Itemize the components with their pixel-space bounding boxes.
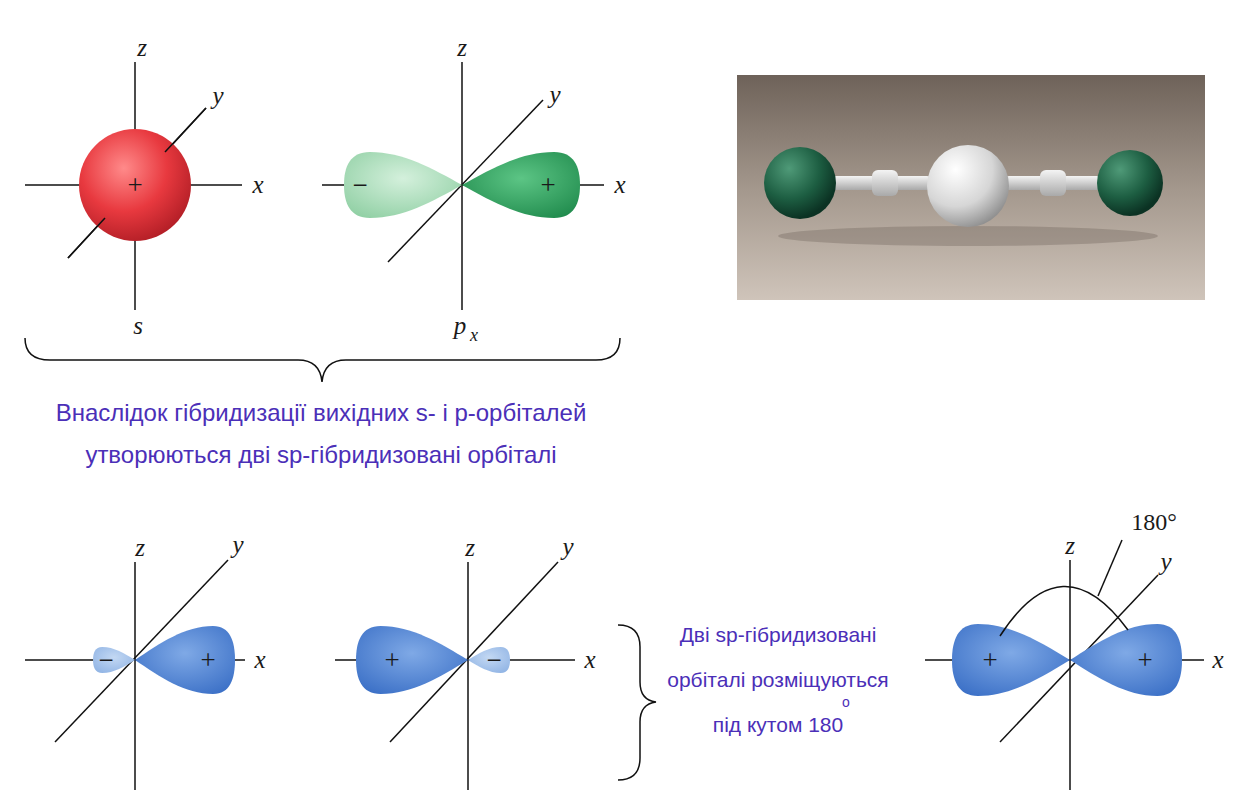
axis-label: y [1160, 548, 1171, 576]
orbital-lobe [356, 626, 468, 694]
phase-sign: + [1137, 647, 1152, 674]
orbital-lobe [462, 152, 580, 218]
orbital-name: p [454, 312, 467, 340]
brace [25, 338, 620, 382]
orbital-name: s [133, 312, 143, 340]
z-axis [134, 562, 136, 790]
axes [25, 560, 245, 790]
axes [335, 562, 575, 790]
axis-label: y [212, 82, 223, 110]
axis-label: x [584, 646, 595, 674]
y-axis [55, 560, 228, 742]
central-atom [927, 145, 1009, 227]
orbital-lobe [468, 647, 510, 673]
axis-label: x [614, 171, 625, 199]
y-axis-front [165, 108, 206, 152]
phase-sign: − [486, 647, 501, 674]
molecule-photo [737, 75, 1205, 300]
y-axis [68, 108, 206, 258]
axis-label: y [232, 531, 243, 559]
orbital-lobe [952, 624, 1070, 696]
phase-sign: + [127, 172, 142, 199]
z-axis [467, 562, 469, 790]
axis-label: z [137, 34, 147, 62]
bond-hub [1040, 170, 1066, 196]
axis-label: x [1212, 646, 1223, 674]
chlorine-atom [1097, 150, 1163, 216]
angle-arc [1000, 586, 1128, 636]
axis-label: z [135, 534, 145, 562]
shadow [778, 226, 1158, 246]
note-text: Дві sp-гібридизовані орбіталі розміщують… [662, 612, 894, 747]
axis-label: x [254, 646, 265, 674]
axis-label: z [457, 34, 467, 62]
z-axis [1069, 560, 1071, 790]
axes [25, 62, 242, 310]
chlorine-atom [764, 147, 836, 219]
orbital-lobe [344, 152, 462, 218]
axis-label: z [465, 534, 475, 562]
phase-sign: − [98, 647, 113, 674]
s-orbital [79, 129, 191, 241]
axis-label: y [562, 533, 573, 561]
phase-sign: + [540, 172, 555, 199]
axes [925, 560, 1204, 790]
leader-line [1098, 540, 1122, 596]
orbital-lobe [135, 626, 235, 694]
phase-sign: + [200, 647, 215, 674]
y-axis-front [68, 218, 105, 258]
photo-ground [737, 75, 1205, 300]
orbital-subscript: x [470, 325, 478, 346]
bond-hub [872, 170, 898, 196]
angle-value: 180° [1131, 509, 1177, 536]
axis-label: x [252, 171, 263, 199]
axis-label: z [1065, 532, 1075, 560]
degree-mark: o [842, 694, 850, 710]
phase-sign: − [352, 172, 367, 199]
axes [322, 62, 604, 310]
brace [618, 625, 656, 780]
caption-text: Внаслідок гібридизації вихідних s- і p-о… [10, 392, 632, 476]
phase-sign: + [384, 647, 399, 674]
phase-sign: + [982, 647, 997, 674]
orbital-lobe [1070, 624, 1182, 696]
orbital-lobe [93, 647, 135, 673]
axis-label: y [549, 81, 560, 109]
